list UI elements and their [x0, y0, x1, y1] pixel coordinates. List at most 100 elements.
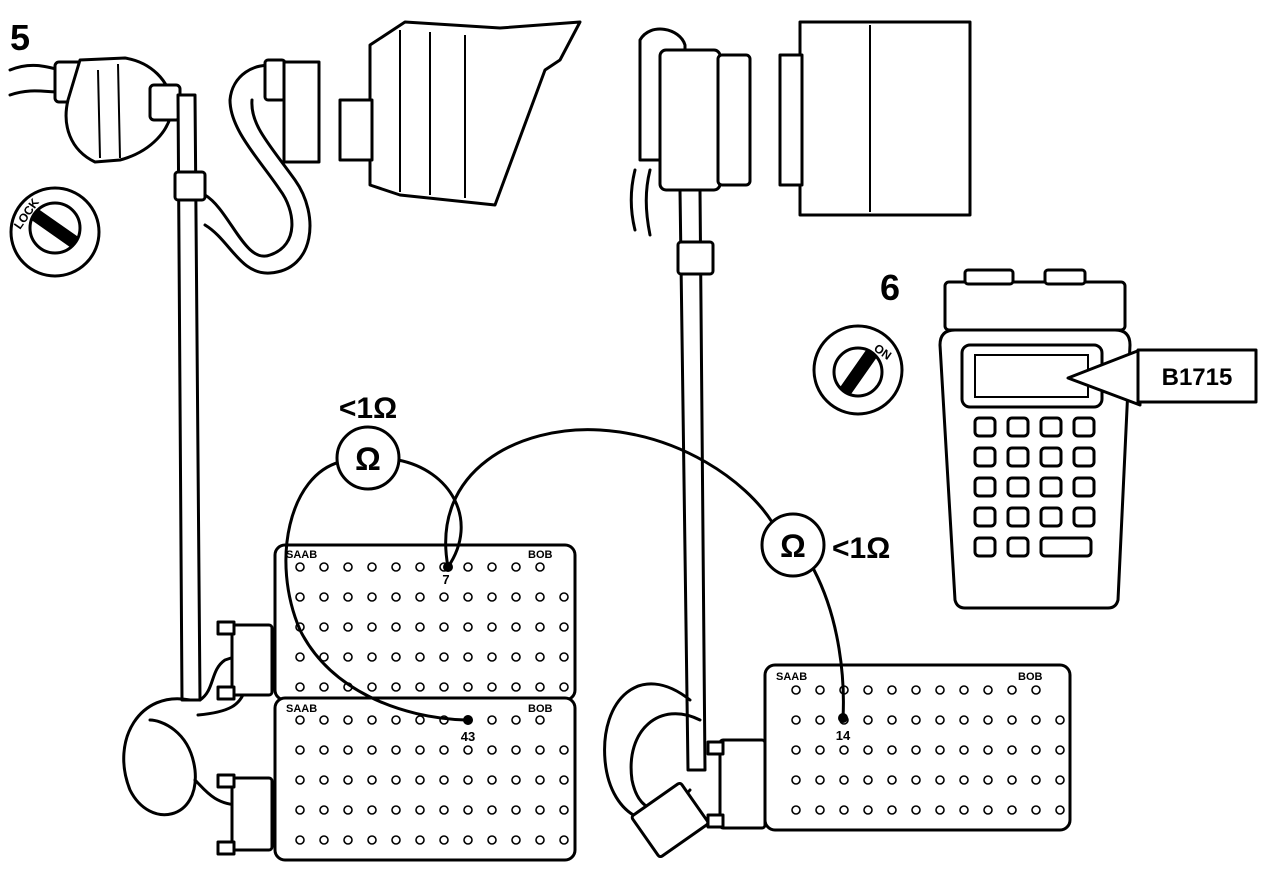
pin-14-label: 14: [836, 728, 851, 743]
pin-hole: [863, 685, 873, 695]
keypad-key: [1072, 416, 1096, 438]
pin-hole: [391, 745, 401, 755]
pin-hole: [439, 592, 449, 602]
keypad-key: [1006, 446, 1030, 468]
pin-hole: [959, 685, 969, 695]
box-model: BOB: [528, 549, 553, 561]
keypad-key: [1006, 476, 1030, 498]
pin-hole: [1055, 775, 1065, 785]
pin-hole: [391, 622, 401, 632]
keypad-key: [1006, 506, 1030, 528]
pin-hole: [887, 805, 897, 815]
pin-hole: [839, 775, 849, 785]
pin-hole: [319, 682, 329, 692]
pin-hole: [319, 715, 329, 725]
pin-hole: [535, 562, 545, 572]
keypad-key: [1039, 416, 1063, 438]
pin-hole: [959, 715, 969, 725]
pin-hole: [511, 775, 521, 785]
pin-7-label: 7: [442, 572, 449, 587]
pin-hole: [391, 562, 401, 572]
pin-hole: [367, 682, 377, 692]
pin-hole: [319, 805, 329, 815]
pin-hole: [367, 652, 377, 662]
pin-hole: [343, 715, 353, 725]
pin-hole: [863, 715, 873, 725]
pin-hole: [887, 715, 897, 725]
pin-hole: [911, 805, 921, 815]
pin-hole: [487, 775, 497, 785]
pin-hole: [295, 745, 305, 755]
pin-hole: [791, 715, 801, 725]
pin-hole: [343, 745, 353, 755]
pin-hole: [295, 652, 305, 662]
pin-hole: [463, 805, 473, 815]
pin-hole: [935, 685, 945, 695]
pin-hole: [295, 775, 305, 785]
pin-hole: [463, 562, 473, 572]
box-brand: SAAB: [286, 549, 317, 561]
pin-hole: [1007, 805, 1017, 815]
diagnostic-scan-tool: B1715: [938, 268, 1258, 610]
pin-hole: [415, 835, 425, 845]
pin-hole: [415, 805, 425, 815]
box-model: BOB: [1018, 671, 1043, 683]
pin-hole: [487, 745, 497, 755]
pin-hole: [511, 592, 521, 602]
pin-hole: [535, 652, 545, 662]
scan-tool-keypad: [973, 416, 1096, 558]
pin-hole: [791, 775, 801, 785]
ignition-on-switch: ON: [812, 324, 904, 416]
pin-hole: [887, 775, 897, 785]
keypad-key: [1006, 536, 1030, 558]
pin-hole: [391, 715, 401, 725]
pin-hole: [511, 805, 521, 815]
pin-hole: [911, 775, 921, 785]
pin-hole: [1031, 685, 1041, 695]
pin-hole: [367, 592, 377, 602]
pin-hole: [487, 622, 497, 632]
pin-hole: [815, 775, 825, 785]
pin-hole: [911, 745, 921, 755]
keypad-key: [1006, 416, 1030, 438]
pin-hole: [935, 805, 945, 815]
keypad-key: [973, 446, 997, 468]
pin-hole: [415, 715, 425, 725]
pin-hole: [1007, 775, 1017, 785]
pin-hole: [343, 592, 353, 602]
box-brand: SAAB: [776, 671, 807, 683]
pin-hole: [887, 685, 897, 695]
pin-hole: [863, 805, 873, 815]
keypad-key: [1072, 506, 1096, 528]
pin-hole: [511, 715, 521, 725]
keypad-key: [973, 416, 997, 438]
main-cable-right: [676, 188, 715, 772]
pin-hole: [319, 775, 329, 785]
keypad-key: [973, 476, 997, 498]
step-5-label: 5: [10, 17, 30, 58]
pin-hole: [983, 715, 993, 725]
pin-hole: [319, 622, 329, 632]
keypad-key: [1039, 476, 1063, 498]
pin-hole: [1055, 715, 1065, 725]
pin-hole: [1055, 805, 1065, 815]
box-brand: SAAB: [286, 703, 317, 715]
pin-hole: [343, 652, 353, 662]
pin-hole: [415, 562, 425, 572]
pin-hole: [535, 715, 545, 725]
pin-hole: [415, 745, 425, 755]
pin-hole: [487, 805, 497, 815]
breakout-box-upper: SAAB BOB 7: [273, 543, 577, 702]
keypad-key: [973, 536, 997, 558]
pin-hole: [463, 622, 473, 632]
pin-hole: [295, 562, 305, 572]
control-unit-connector-right: [629, 20, 972, 237]
pin-hole: [559, 682, 569, 692]
pin-hole: [295, 592, 305, 602]
pin-hole: [439, 682, 449, 692]
pin-hole: [343, 835, 353, 845]
pin-hole: [367, 622, 377, 632]
pin-hole: [391, 835, 401, 845]
pin-hole: [1007, 685, 1017, 695]
